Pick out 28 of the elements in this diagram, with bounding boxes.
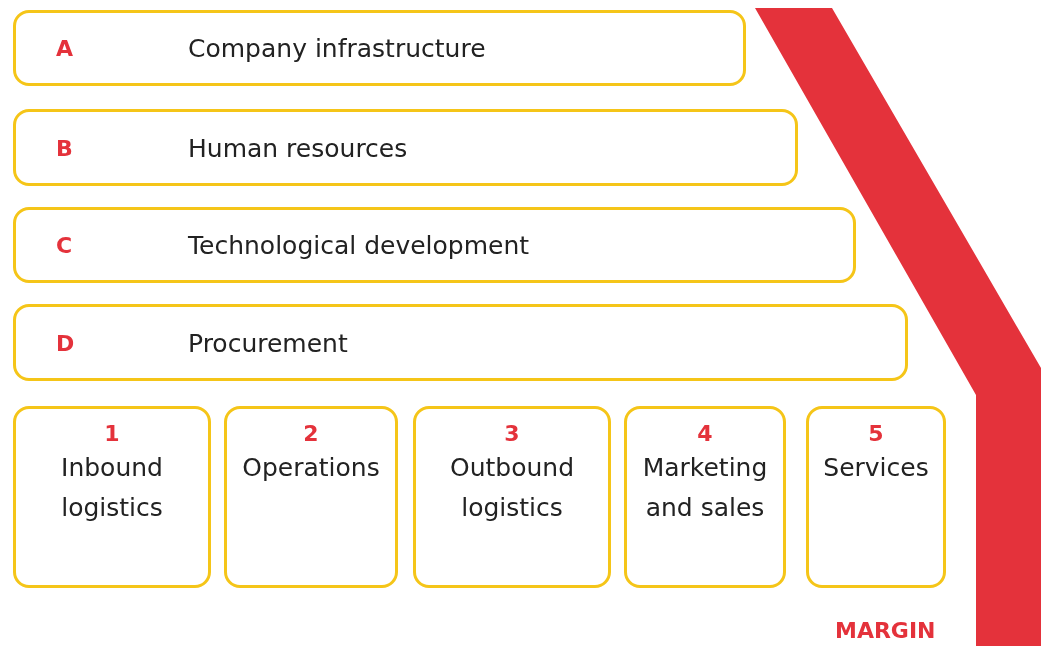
activity-name: Marketing and sales xyxy=(641,452,769,524)
primary-activity-box xyxy=(413,406,611,588)
activity-letter: C xyxy=(56,232,73,258)
activity-letter: A xyxy=(56,35,74,61)
activity-name: Technological development xyxy=(188,230,530,260)
activity-name: Services xyxy=(823,452,929,484)
activity-number: 4 xyxy=(697,421,713,446)
activity-name: Operations xyxy=(242,452,380,484)
margin-label: MARGIN xyxy=(835,618,936,643)
support-activity-box xyxy=(13,109,798,186)
primary-activity-box xyxy=(624,406,786,588)
activity-name: Human resources xyxy=(188,133,408,162)
primary-activity-box xyxy=(224,406,398,588)
support-activity-box xyxy=(13,304,908,381)
primary-activity-box xyxy=(13,406,211,588)
activity-name: Company infrastructure xyxy=(188,33,486,63)
activity-name: Inbound logistics xyxy=(60,452,164,524)
activity-number: 3 xyxy=(504,421,520,446)
activity-number: 2 xyxy=(303,421,319,446)
activity-number: 1 xyxy=(104,421,120,446)
activity-letter: B xyxy=(56,135,73,160)
activity-name: Outbound logistics xyxy=(448,452,576,524)
activity-number: 5 xyxy=(868,421,884,446)
activity-letter: D xyxy=(56,330,75,355)
support-activity-box xyxy=(13,207,856,283)
primary-activity-box xyxy=(806,406,946,588)
support-activity-box xyxy=(13,10,746,86)
activity-name: Procurement xyxy=(188,328,348,357)
